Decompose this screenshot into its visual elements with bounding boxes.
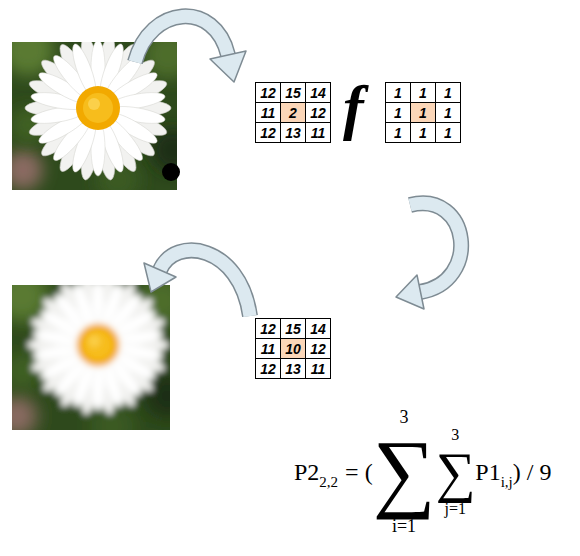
arrow-head [144,263,176,292]
pixel-value: 15 [285,86,301,100]
grid-cell: 12 [305,338,331,359]
grid-cell: 14 [305,82,331,103]
blurred-photo [12,285,170,430]
pixel-value: 11 [261,106,276,120]
curved-arrow [396,203,461,309]
formula-part: P1 [475,458,500,487]
pixel-value: 12 [310,106,326,120]
pixel-value: 12 [310,342,326,356]
pixel-value: 11 [311,126,326,140]
arrow-band [160,250,250,316]
grid-cell: 11 [255,338,281,359]
formula-part: P2 [294,458,319,487]
grid-cell: 1 [435,82,461,103]
pixel-value: 12 [260,126,276,140]
pixel-value: 12 [260,362,276,376]
pixel-value: 12 [260,86,276,100]
grid-cell: 1 [410,102,436,123]
formula-text: = ( [345,458,373,487]
formula-text: P1 [475,458,500,487]
pixel-value: 1 [444,126,452,140]
grid-cell: 12 [255,318,281,339]
formula-part: i,j [501,463,513,481]
pixel-value: 11 [261,342,276,356]
subscript: i,j [501,473,513,491]
pixel-value: 12 [260,322,276,336]
sum-sign: ∑ [373,428,436,516]
grid-cell: 12 [305,102,331,123]
pixel-value: 1 [419,86,427,100]
sum-sign: ∑ [435,444,475,500]
pixel-value: 13 [285,362,301,376]
pixel-value: 1 [419,126,427,140]
grid-cell: 12 [255,82,281,103]
grid-cell: 12 [255,358,281,379]
pixel-marker [162,163,180,181]
photo-ground [12,285,170,430]
grid-cell: 1 [385,102,411,123]
curved-arrow [144,250,250,316]
grid-cell: 1 [410,82,436,103]
grid-cell: 1 [410,122,436,143]
grid-cell: 2 [280,102,306,123]
formula: P22,2= (3∑i=13∑j=1P1i,j) / 9 [294,404,551,540]
pixel-value: 2 [289,106,297,120]
daisy-flower [27,285,169,416]
daisy-flower [25,42,171,181]
pixel-value: 14 [310,322,326,336]
grid-cell: 11 [255,102,281,123]
grid-cell: 11 [305,122,331,143]
pixel-value: 13 [285,126,301,140]
pixel-value: 1 [444,106,452,120]
grid-cell: 1 [385,122,411,143]
pixel-value: 1 [444,86,452,100]
pixel-value: 1 [394,86,402,100]
sum-limit: i=1 [392,516,416,537]
arrow-head [210,51,246,82]
grid-cell: 1 [435,122,461,143]
pixel-value: 11 [311,362,326,376]
arrow-band [160,250,250,316]
subscript: 2,2 [319,473,338,491]
formula-part: 3∑j=1 [435,426,475,519]
pixel-value: 1 [394,106,402,120]
formula-part: = ( [345,458,373,487]
grid-cell: 1 [435,102,461,123]
pixel-value: 10 [285,342,301,356]
grid-cell: 1 [385,82,411,103]
arrow-head [396,275,424,309]
grid-cell: 14 [305,318,331,339]
sum-limit: j=1 [445,500,466,518]
pixel-value: 1 [394,126,402,140]
pixel-value: 14 [310,86,326,100]
pixel-value: 1 [419,106,427,120]
grid-cell: 10 [280,338,306,359]
filter-symbol: f [343,76,364,138]
grid-cell: 11 [305,358,331,379]
original-photo [12,42,177,190]
grid-cell: 15 [280,82,306,103]
formula-part: 3∑i=1 [373,407,436,536]
formula-text: P2 [294,458,319,487]
grid-cell: 15 [280,318,306,339]
sum-limit: 3 [451,426,459,444]
arrow-band [135,16,228,62]
arrow-band [135,16,228,62]
blurred-photo [12,285,170,430]
grid-cell: 13 [280,122,306,143]
formula-part: ) / 9 [513,458,552,487]
grid-cell: 12 [255,122,281,143]
pixel-value: 15 [285,322,301,336]
formula-part: 2,2 [319,463,338,481]
curved-arrow [135,16,246,82]
sum-limit: 3 [400,407,409,428]
grid-cell: 13 [280,358,306,379]
photo-ground [12,42,177,190]
formula-text: ) / 9 [513,458,552,487]
